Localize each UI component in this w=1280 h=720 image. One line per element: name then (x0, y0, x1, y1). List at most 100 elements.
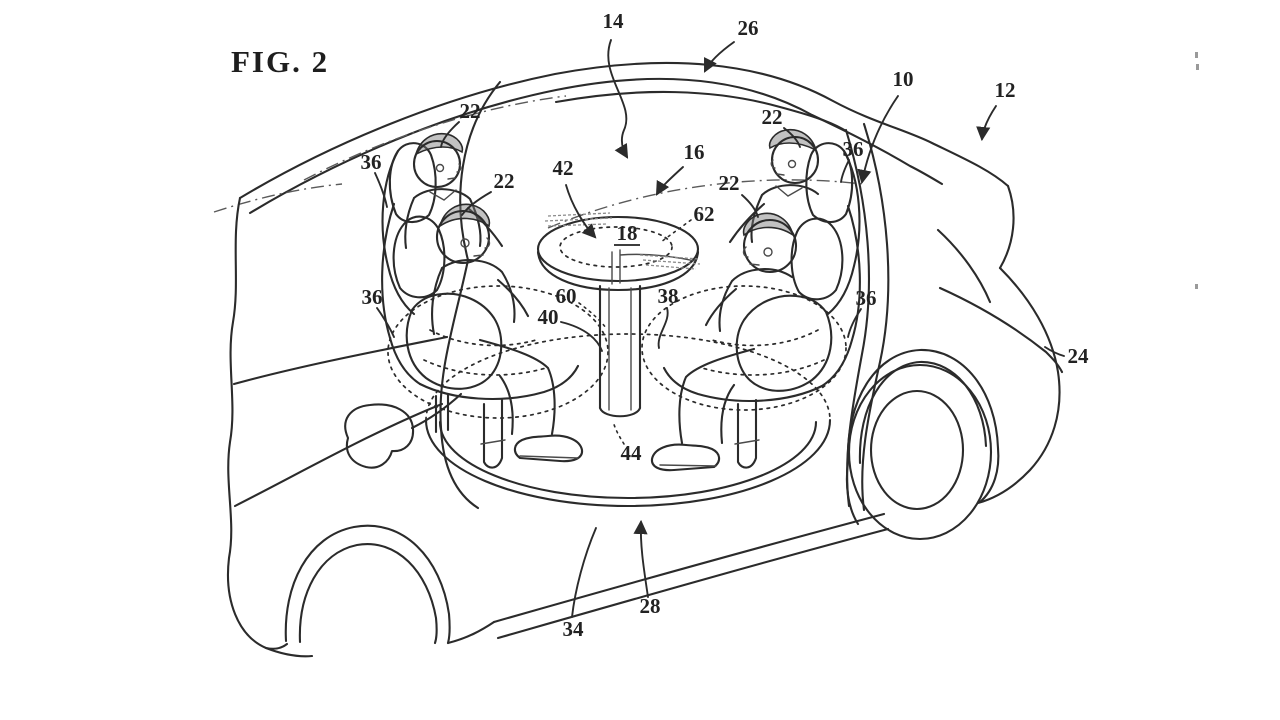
right-rear-passenger-collar (775, 185, 803, 197)
left-seat-leg-rear (434, 392, 450, 434)
left-seat-seam-upper (429, 329, 537, 347)
right-rear-passenger-face (770, 159, 785, 176)
left-rear-passenger-torso (404, 188, 482, 250)
scan-speck-2 (1196, 64, 1199, 70)
leader-22-front-left (461, 191, 492, 216)
leader-12 (976, 105, 997, 142)
right-seat-leg-collar (734, 439, 760, 445)
leader-44 (612, 420, 625, 445)
left-front-seatback (381, 202, 422, 386)
ref-label-12: 12 (995, 78, 1016, 102)
rear-inner-curve (936, 228, 992, 304)
leader-22-rear-left (440, 121, 460, 148)
right-rear-passenger-arm (728, 202, 766, 244)
left-rear-passenger-head (412, 139, 462, 189)
ref-label-42: 42 (553, 156, 574, 180)
leader-36-rear-left (374, 172, 388, 208)
leader-62 (660, 219, 692, 243)
ref-label-14: 14 (603, 9, 625, 33)
ref-label-26: 26 (738, 16, 759, 40)
front-wheel-arch-inner (298, 543, 438, 645)
table-pedestal-bottom-cap (598, 406, 642, 418)
window-trim-line (547, 179, 863, 229)
leader-36-right (847, 308, 862, 338)
leader-34 (571, 527, 597, 618)
leader-22-rear-right (783, 127, 801, 148)
right-front-seat-bolster (735, 294, 833, 392)
scan-speck-1 (1195, 52, 1198, 58)
left-rear-passenger-face (447, 163, 462, 180)
ref-label-22-front-left: 22 (494, 169, 515, 193)
leader-14 (607, 39, 629, 159)
front-crease-lower (233, 402, 444, 508)
right-front-passenger-torso (718, 268, 794, 333)
ref-label-36-rear-right: 36 (843, 137, 864, 161)
scan-artifacts (1195, 52, 1199, 289)
right-front-passenger-face (742, 246, 760, 266)
left-rear-passenger-hair (414, 132, 464, 156)
cabin-rear-pillar-b (861, 122, 890, 512)
ref-label-34: 34 (563, 617, 585, 641)
left-front-headrest (392, 215, 446, 299)
left-seat-base (418, 364, 580, 401)
leader-36-left (376, 307, 395, 338)
left-front-passenger-torso (431, 259, 516, 336)
ref-label-10: 10 (893, 67, 914, 91)
leader-24 (1044, 346, 1065, 357)
right-front-seatback (820, 204, 861, 388)
right-seat-seam-upper (711, 329, 819, 347)
right-front-passenger-arm (704, 287, 738, 327)
leader-22-front-right (741, 194, 759, 218)
rear-hatch-outer (976, 266, 1061, 505)
front-wheel-arch-outer (284, 524, 451, 645)
left-rear-headrest (388, 142, 437, 224)
rear-fender-rear-edge (978, 446, 1000, 504)
table-inner-dashed-ring (559, 226, 673, 268)
rotating-floor-platform (387, 285, 847, 508)
left-front-passenger-head (435, 209, 491, 265)
left-rear-passenger-collar (429, 189, 457, 201)
scan-speck-3 (1195, 284, 1198, 289)
right-front-passenger-shoe (650, 443, 721, 472)
right-rear-headrest (805, 142, 854, 224)
leader-42 (565, 184, 597, 239)
ref-label-22-front-right: 22 (719, 171, 740, 195)
left-front-passenger-shoe (513, 434, 584, 463)
leader-26 (704, 41, 735, 73)
leader-lines (374, 39, 1065, 618)
platform-outer-front-arc (424, 418, 832, 508)
left-front-passenger-face (473, 237, 491, 257)
windshield-trim-line (303, 95, 567, 181)
ref-label-22-rear-right: 22 (762, 105, 783, 129)
right-shoe-sole (659, 464, 717, 467)
ref-label-62: 62 (694, 202, 715, 226)
ref-label-18: 18 (617, 221, 638, 245)
center-table (536, 212, 701, 418)
right-front-headrest (790, 217, 844, 301)
ref-label-40: 40 (538, 305, 559, 329)
rear-quarter-crease (938, 286, 1064, 374)
rear-wheel-arch-outer (846, 348, 1000, 464)
mirror-blob (344, 403, 415, 469)
ref-label-36-rear-left: 36 (361, 150, 382, 174)
right-seat-seam-lower (701, 359, 825, 376)
right-rear-seatback (826, 149, 861, 316)
left-front-passenger-hair (438, 203, 491, 228)
ref-label-24: 24 (1068, 344, 1090, 368)
ref-label-44: 44 (621, 441, 643, 465)
roof-outer-line (238, 61, 1010, 200)
rear-window-edge (998, 184, 1015, 270)
roof-inner-line (248, 77, 944, 215)
ref-label-36-left: 36 (362, 285, 383, 309)
left-front-passenger-ear (460, 238, 470, 248)
ref-label-22-rear-left: 22 (460, 99, 481, 123)
rear-tire (847, 363, 993, 541)
table-rim (536, 250, 700, 292)
rear-wheel-arch-inner (858, 360, 988, 465)
leader-40 (560, 321, 603, 352)
right-front-passenger-head (742, 218, 798, 274)
table-slot-lines (611, 249, 696, 285)
figure-label: FIG. 2 (231, 44, 329, 79)
sill-front-link (446, 620, 496, 645)
